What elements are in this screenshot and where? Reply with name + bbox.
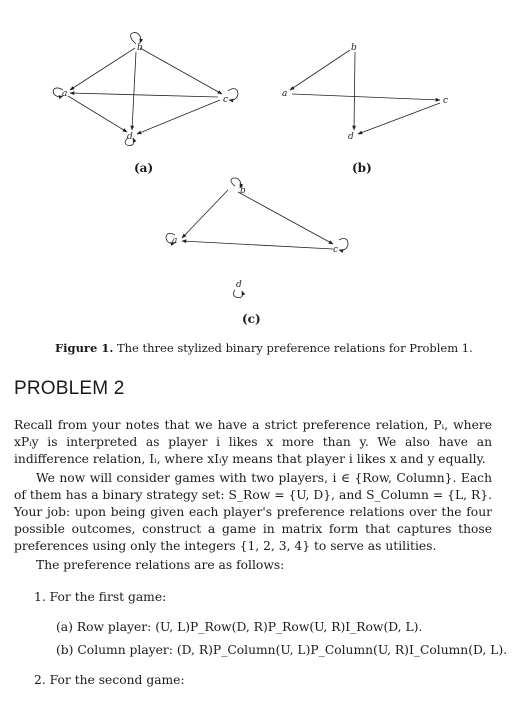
list-item-2: 2. For the second game: [34,673,185,687]
node-a-a: a [62,89,67,99]
paragraph-1: Recall from your notes that we have a st… [14,418,492,466]
caption-prefix: Figure 1. [55,341,114,355]
node-c-c: c [333,245,338,255]
node-b-b: b [351,43,357,53]
list-item-1b: (b) Column player: (D, R)P_Column(U, L)P… [56,643,508,657]
figure-caption: Figure 1. The three stylized binary pref… [55,341,473,355]
list-item-1: 1. For the first game: [34,590,167,604]
sublabel-b: (b) [352,161,372,175]
caption-text: The three stylized binary preference rel… [116,341,473,355]
sublabel-c: (c) [242,312,261,326]
node-d-a: d [127,132,133,142]
paragraph-2: We now will consider games with two play… [14,471,492,553]
node-c-b: c [443,96,448,106]
node-d-b: d [348,132,354,142]
sublabel-a: (a) [134,161,154,175]
list-item-1a: (a) Row player: (U, L)P_Row(D, R)P_Row(U… [56,620,423,634]
node-a-b: a [282,89,287,99]
node-b-a: b [137,43,143,53]
paragraph-3: The preference relations are as follows: [36,558,285,572]
node-c-a: c [223,95,228,105]
node-d-c: d [236,280,242,290]
graph-a: b a c d b a c d b a c d [52,32,448,299]
problem-heading: PROBLEM 2 [14,378,125,399]
node-b-c: b [240,186,246,196]
node-a-c: a [172,236,177,246]
